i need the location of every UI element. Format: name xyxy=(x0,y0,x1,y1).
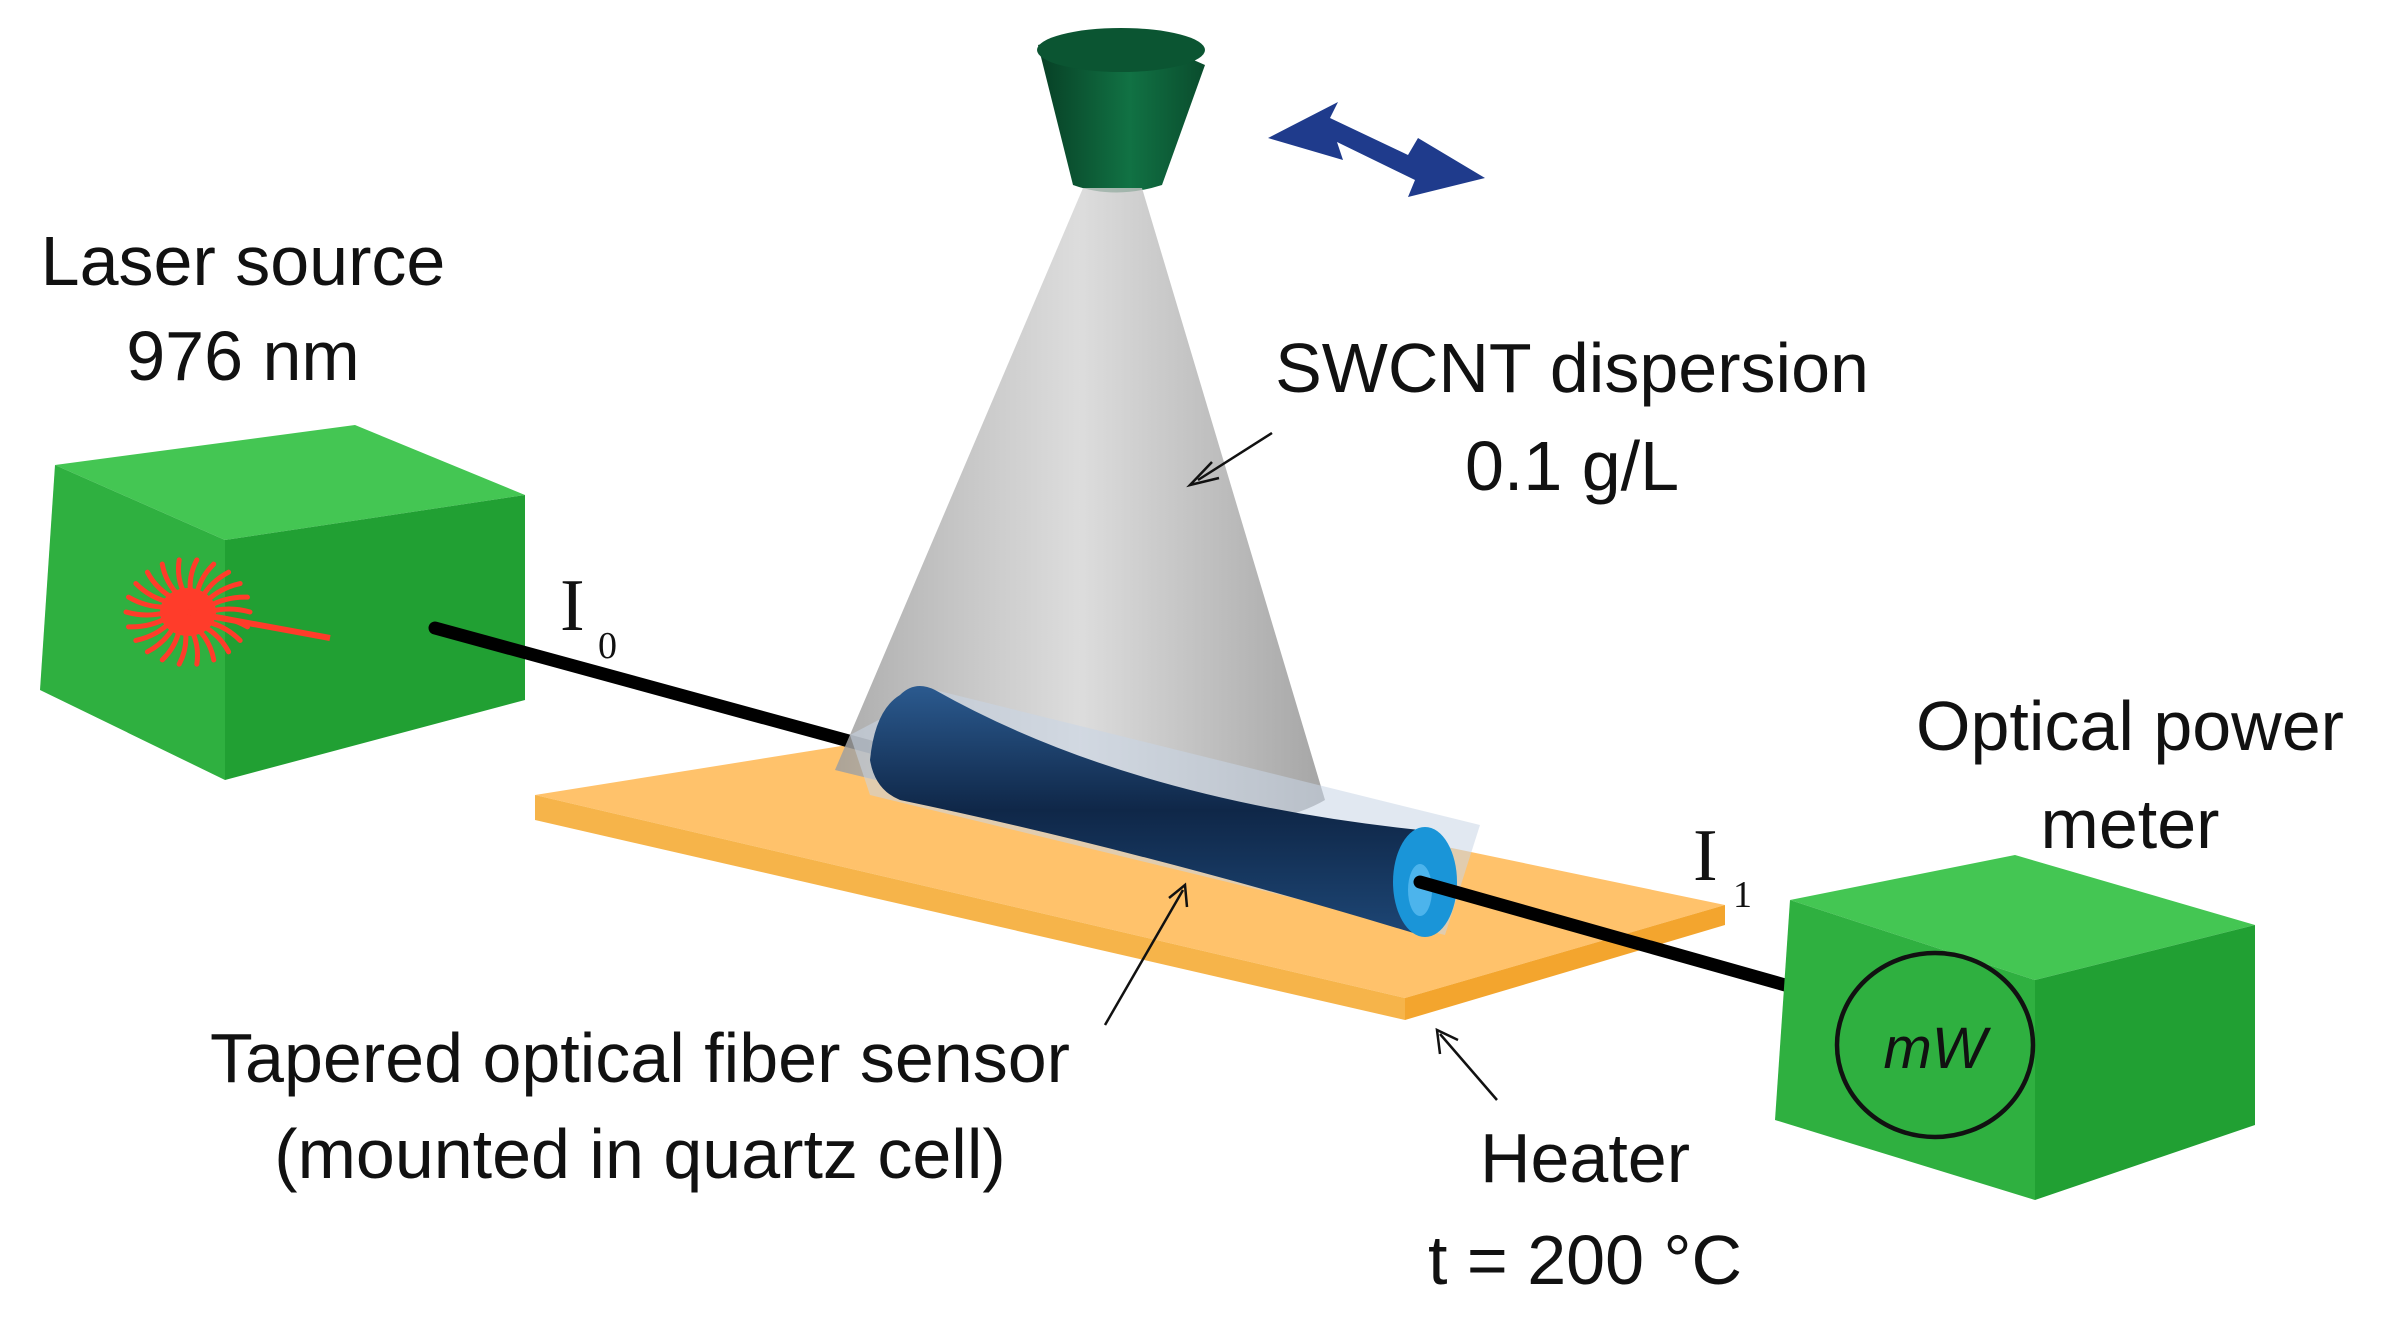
heater-label: Heater xyxy=(1480,1119,1690,1197)
sensor-pointer-arrow xyxy=(1103,882,1189,1026)
meter-unit-label: mW xyxy=(1883,1016,1991,1081)
spray-cone xyxy=(835,188,1325,827)
laser-box-top xyxy=(55,425,525,540)
meter-box-top xyxy=(1790,855,2255,980)
fiber-taper xyxy=(870,686,1420,935)
output-intensity-symbol: I xyxy=(1693,815,1718,897)
nozzle-top-ellipse xyxy=(1037,28,1205,72)
heater-plate-front-edge xyxy=(535,795,1405,1020)
laser-starburst-icon xyxy=(123,557,331,667)
swcnt-pointer-arrow xyxy=(1186,431,1273,488)
heater-plate-side-edge xyxy=(1405,905,1725,1020)
input-intensity-label: I 0 xyxy=(560,565,617,667)
laser-source-label: Laser source xyxy=(41,222,446,300)
output-intensity-label: I 1 xyxy=(1693,815,1752,916)
input-intensity-symbol: I xyxy=(560,565,585,647)
meter-box-side xyxy=(2035,925,2255,1200)
nozzle-body xyxy=(1038,36,1205,193)
meter-dial xyxy=(1834,950,2036,1140)
power-meter-box: mW xyxy=(1775,855,2255,1200)
input-intensity-subscript: 0 xyxy=(598,625,617,667)
heater-pointer-arrow xyxy=(1435,1027,1498,1101)
output-fiber-line xyxy=(1413,875,1792,992)
sensor-label: Tapered optical fiber sensor xyxy=(210,1019,1070,1097)
heater-temperature-label: t = 200 °C xyxy=(1428,1221,1742,1299)
output-intensity-subscript: 1 xyxy=(1733,874,1752,916)
laser-box-front xyxy=(40,465,225,780)
power-meter-label: Optical power xyxy=(1916,687,2344,765)
laser-source-box xyxy=(40,425,525,780)
laser-wavelength-label: 976 nm xyxy=(126,317,359,395)
laser-beam xyxy=(187,609,331,641)
meter-box-front xyxy=(1775,900,2035,1200)
swcnt-dispersion-label: SWCNT dispersion xyxy=(1275,329,1869,407)
sensor-label-line2: (mounted in quartz cell) xyxy=(274,1115,1005,1193)
power-meter-label-line2: meter xyxy=(2041,785,2220,863)
laser-box-side xyxy=(225,495,525,780)
input-fiber-line xyxy=(428,621,907,762)
double-arrow-icon xyxy=(1268,102,1485,197)
swcnt-concentration-label: 0.1 g/L xyxy=(1465,427,1679,505)
spray-nozzle xyxy=(1037,28,1205,193)
